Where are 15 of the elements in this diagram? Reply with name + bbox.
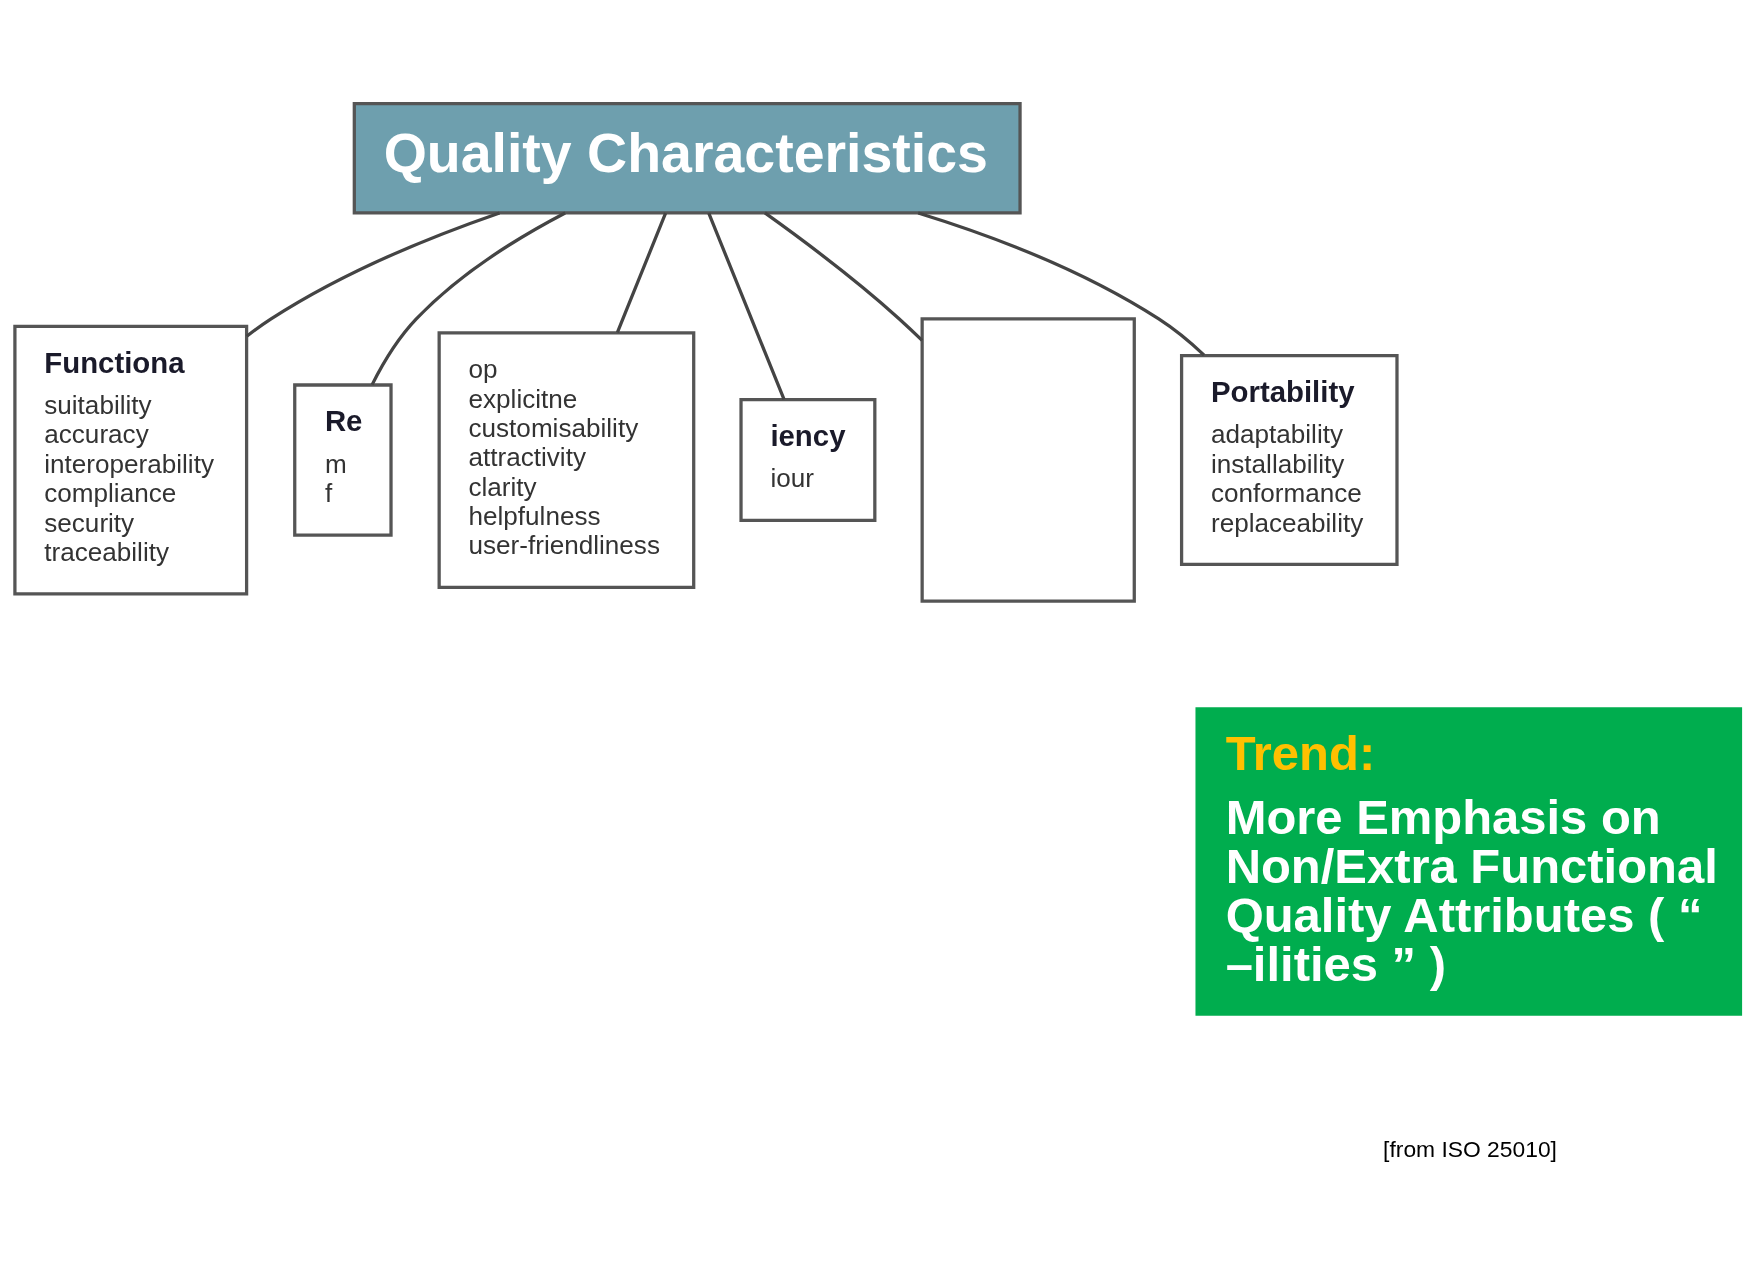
label: [from ISO 25010] (1383, 1135, 1557, 1162)
connector (707, 212, 786, 400)
connector (370, 211, 566, 385)
node-box: Quality Characteristics (352, 101, 1022, 214)
node-box: Portability adaptability installability conformance replaceability (1179, 353, 1399, 566)
node-box (920, 316, 1136, 603)
node-box: iency iour (739, 397, 877, 522)
connector (615, 212, 668, 333)
connector (763, 211, 924, 342)
node-box: Functiona suitability accuracy interoperability compliance security traceability (13, 324, 249, 595)
node-box: op explicitne customisability attractivity clarity helpfulness user-friendliness (437, 330, 696, 589)
node-box: Trend: More Emphasis on Non/Extra Functional Quality Attributes ( “ –ilities ” ) (1195, 706, 1743, 1016)
connector (917, 210, 1206, 356)
node-box: Re m f (293, 382, 393, 537)
connector (245, 210, 501, 338)
